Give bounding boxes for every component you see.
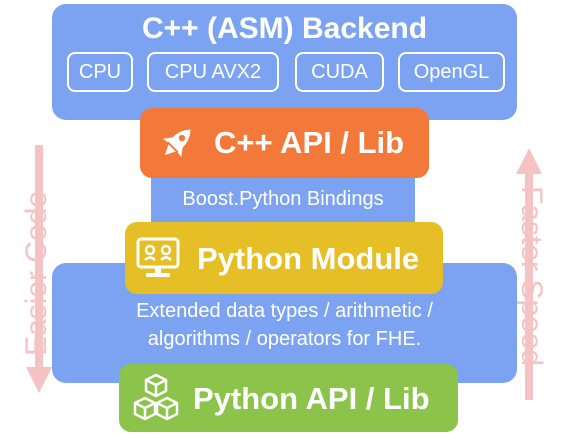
cubes-icon	[133, 373, 179, 421]
description-text: Extended data types / arithmetic / algor…	[52, 297, 517, 353]
backend-panel: C++ (ASM) Backend CPU CPU AVX2 CUDA Open…	[52, 4, 517, 120]
bindings-label: Boost.Python Bindings	[182, 188, 384, 210]
faster-speed-arrow	[516, 148, 542, 400]
easier-code-label: Easier Code	[20, 190, 53, 356]
cpp-api-label: C++ API / Lib	[214, 125, 405, 160]
description-line: algorithms / operators for FHE.	[147, 328, 422, 350]
monitor-icon	[136, 237, 180, 277]
python-module-box: Python Module	[125, 222, 443, 294]
python-api-label: Python API / Lib	[193, 381, 430, 416]
python-api-box: Python API / Lib	[119, 364, 458, 432]
description-line: Extended data types / arithmetic /	[136, 300, 433, 322]
target-chip: CPU AVX2	[147, 52, 279, 92]
easier-code-arrow	[26, 145, 52, 393]
python-module-label: Python Module	[197, 241, 420, 276]
cpp-api-box: C++ API / Lib	[140, 108, 429, 178]
target-chip: CUDA	[295, 52, 384, 92]
target-chip: CPU	[67, 52, 133, 92]
backend-title: C++ (ASM) Backend	[141, 12, 428, 45]
faster-speed-label: Faster Speed	[515, 186, 548, 367]
target-chip: OpenGL	[398, 52, 505, 92]
rocket-icon	[162, 129, 191, 158]
bindings-box: Boost.Python Bindings	[151, 177, 415, 223]
